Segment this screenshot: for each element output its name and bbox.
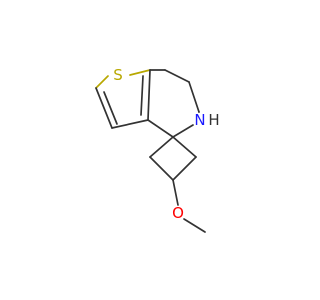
sulfur-atom-label: S [113, 66, 123, 84]
hydrogen-atom-label: H [208, 111, 219, 129]
bond-c3a-c7a-outer [147, 69, 151, 121]
bond-c3-c3a [111, 119, 149, 129]
bond-c4-cb1 [149, 136, 174, 158]
bond-c2-c3-double-inner [103, 91, 118, 125]
bond-cb3-o [172, 179, 179, 206]
bond-c3a-c7a-inner [140, 75, 144, 116]
bond-n-c4 [172, 124, 194, 138]
bond-s-c2 [95, 75, 109, 89]
oxygen-atom-label: O [172, 204, 184, 222]
bond-c7-c8 [188, 81, 200, 113]
bond-c4-cb2 [172, 136, 197, 158]
bond-cb2-cb3 [172, 156, 197, 181]
bond-c2-c3-double-outer [95, 87, 113, 129]
molecule-structure: S N H O [95, 66, 220, 233]
bond-c6-c7 [164, 69, 190, 83]
bond-c4-c3a [147, 119, 174, 138]
bond-s-c7a [129, 69, 151, 76]
bond-cb1-cb3 [149, 156, 174, 181]
bond-o-ch3 [183, 218, 206, 233]
nitrogen-atom-label: N [194, 111, 205, 129]
